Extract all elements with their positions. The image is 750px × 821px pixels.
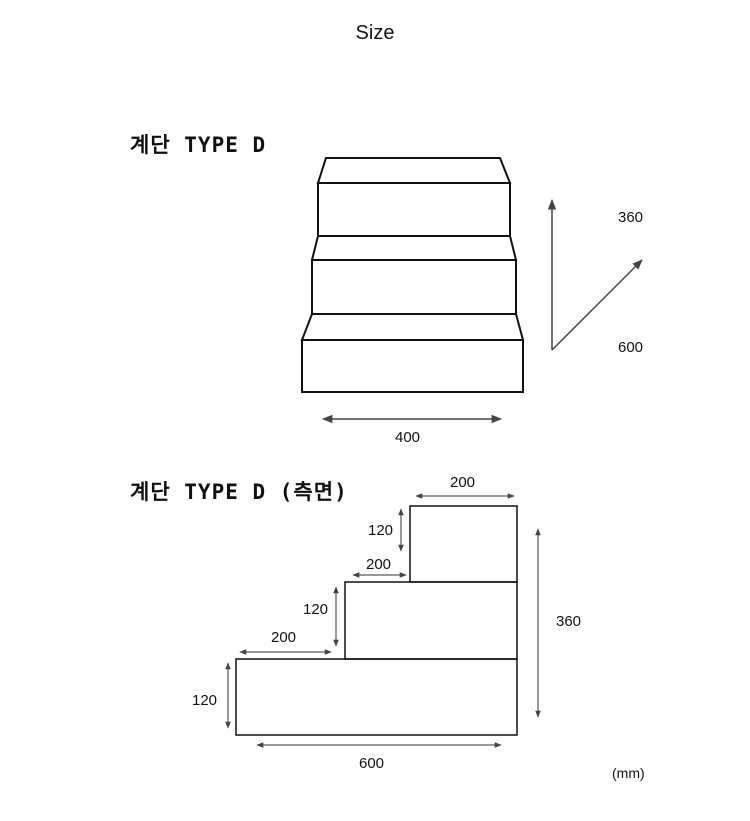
front-bottom-step-riser: [301, 339, 524, 393]
front-bottom-step-tread: [300, 313, 525, 341]
total-depth-label: 600: [359, 755, 384, 772]
bottom-step-width-label: 200: [271, 629, 296, 646]
front-view-title: 계단 TYPE D: [130, 133, 267, 157]
side-bottom-step: [235, 658, 518, 736]
front-top-step-riser: [317, 182, 511, 237]
top-step-width-label: 200: [450, 474, 475, 491]
side-view-title: 계단 TYPE D (측면): [130, 480, 348, 504]
front-mid-step-tread: [310, 235, 518, 261]
side-dimension-lines: [225, 493, 541, 748]
front-view-stairs: [300, 157, 525, 393]
front-depth-label: 600: [618, 339, 643, 356]
top-step-height-label: 120: [368, 522, 393, 539]
front-mid-step-riser: [311, 259, 517, 315]
front-height-label: 360: [618, 209, 643, 226]
axis-indicator: [547, 198, 643, 351]
front-top-step-tread: [316, 157, 512, 184]
total-height-label: 360: [556, 613, 581, 630]
front-width-label: 400: [395, 429, 420, 446]
side-top-step: [409, 505, 518, 583]
side-mid-step: [344, 581, 518, 660]
bottom-step-height-label: 120: [192, 692, 217, 709]
depth-axis-arrow: [551, 259, 643, 351]
mid-step-height-label: 120: [303, 601, 328, 618]
unit-label: (mm): [612, 765, 645, 781]
mid-step-width-label: 200: [366, 556, 391, 573]
side-view-stairs: [235, 505, 518, 736]
page-title: Size: [355, 22, 395, 44]
